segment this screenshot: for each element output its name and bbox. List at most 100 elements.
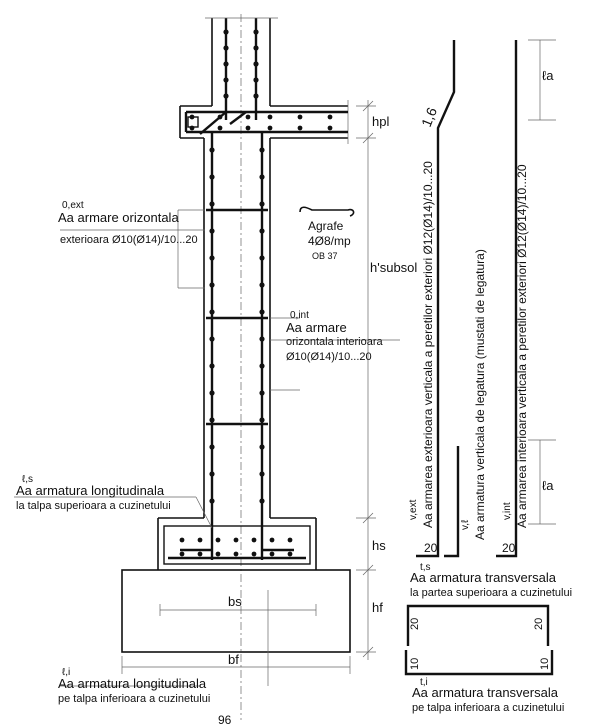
label-transv-sup-superscript: t,s (420, 562, 431, 573)
dim-bf: bf (228, 652, 239, 667)
rebar-dot (233, 551, 239, 557)
rebar-dot (251, 551, 257, 557)
rebar-dot (259, 201, 265, 207)
rebar-dot (209, 390, 215, 396)
rebar-dot (209, 336, 215, 342)
height-dimensions (356, 100, 376, 660)
hook-20-int: 20 (502, 541, 516, 555)
rebar-dot (259, 336, 265, 342)
hook-20-left: 20 (409, 618, 421, 630)
label-long-sup: Aa armatura longitudinala (16, 483, 165, 498)
rebar-dot (209, 282, 215, 288)
rebar-dot (287, 537, 293, 543)
floor-slab (179, 100, 349, 144)
label-orizontala-int: Aa armare (286, 320, 347, 335)
label-vertical-ext: Aa armarea exterioara verticala a pereti… (421, 161, 435, 528)
dim-la-bottom: ℓa (542, 478, 554, 493)
dim-hsubsol: h'subsol (370, 260, 417, 275)
rebar-dot (197, 551, 203, 557)
rebar-dot (297, 125, 303, 131)
label-agrafe-steel: OB 37 (312, 251, 338, 261)
rebar-dot (215, 551, 221, 557)
width-dimensions (121, 604, 351, 674)
rebar-dot (179, 537, 185, 543)
label-orizontala-ext-line2: exterioara Ø10(Ø14)/10...20 (60, 234, 198, 246)
hook-20-ext: 20 (424, 541, 438, 555)
rebar-dot (209, 498, 215, 504)
label-orizontala-int-line3: Ø10(Ø14)/10...20 (286, 351, 372, 363)
dim-bs: bs (228, 594, 242, 609)
rebar-dot (209, 147, 215, 153)
rebar-dot (297, 114, 303, 120)
rebar-dot (189, 125, 195, 131)
rebar-dot (259, 147, 265, 153)
dim-hpl: hpl (372, 114, 389, 129)
rebar-dot (245, 114, 251, 120)
rebar-dot (259, 417, 265, 423)
hook-10-right: 10 (539, 658, 551, 670)
rebar-dot (209, 255, 215, 261)
rebar-dot (259, 498, 265, 504)
rebar-dot (253, 61, 259, 67)
rebar-dot (209, 228, 215, 234)
rebar-dot (287, 551, 293, 557)
rebar-dot (251, 537, 257, 543)
page-number: 96 (218, 713, 232, 725)
label-orizontala-int-line2: orizontala interioara (286, 336, 383, 348)
rebar-dot (233, 537, 239, 543)
dim-bend: 1,6 (418, 105, 440, 129)
dim-la-top: ℓa (542, 68, 554, 83)
rebar-dot (209, 471, 215, 477)
rebar-dot (217, 114, 223, 120)
rebar-dot (259, 444, 265, 450)
label-vertical-ext-superscript: v,ext (408, 499, 419, 520)
rebar-dot (217, 125, 223, 131)
agrafe-icon (299, 206, 355, 217)
rebar-dot (223, 45, 229, 51)
rebar-dot (215, 537, 221, 543)
label-long-inf-superscript: ℓ,i (62, 667, 70, 678)
rebar-dot (209, 417, 215, 423)
label-vertical-leg: Aa armatura verticala de legatura (musta… (473, 249, 487, 540)
label-vertical-leg-superscript: v,ℓ (460, 519, 471, 530)
label-long-sup-superscript: ℓ,s (22, 474, 33, 485)
label-transv-inf-line2: pe talpa inferioara a cuzinetului (412, 702, 564, 714)
dim-hs: hs (372, 538, 386, 553)
rebar-dot (259, 309, 265, 315)
hook-20-right: 20 (533, 618, 545, 630)
rebar-dot (245, 125, 251, 131)
label-orizontala-int-superscript: 0,int (290, 310, 309, 321)
hook-10-left: 10 (409, 658, 421, 670)
rebar-dot (223, 93, 229, 99)
rebar-dot (327, 114, 333, 120)
label-long-inf-line2: pe talpa inferioara a cuzinetului (58, 693, 210, 705)
label-orizontala-ext: Aa armare orizontala (58, 210, 179, 225)
rebar-dot (259, 255, 265, 261)
rebar-dot (253, 77, 259, 83)
rebar-dot (209, 174, 215, 180)
label-long-inf: Aa armatura longitudinala (58, 676, 207, 691)
label-transv-sup: Aa armatura transversala (410, 570, 557, 585)
foundation (121, 517, 351, 653)
rebar-dot (267, 125, 273, 131)
rebar-dot (259, 363, 265, 369)
rebar-dot (269, 537, 275, 543)
rebar-dot (259, 174, 265, 180)
rebar-dot (197, 537, 203, 543)
rebar-dot (209, 201, 215, 207)
label-vertical-int-superscript: v,int (502, 502, 513, 520)
rebar-dot (209, 363, 215, 369)
rebar-dots (179, 29, 333, 557)
rebar-dot (253, 45, 259, 51)
rebar-dot (253, 93, 259, 99)
label-long-sup-line2: la talpa superioara a cuzinetului (16, 500, 171, 512)
rebar-dot (209, 444, 215, 450)
label-transv-inf: Aa armatura transversala (412, 685, 559, 700)
rebar-dot (253, 29, 259, 35)
rebar-dot (223, 61, 229, 67)
label-orizontala-ext-superscript: 0,ext (62, 200, 84, 211)
rebar-dot (179, 551, 185, 557)
rebar-dot (267, 114, 273, 120)
rebar-dot (259, 228, 265, 234)
label-transv-sup-line2: la partea superioara a cuzinetului (410, 587, 572, 599)
